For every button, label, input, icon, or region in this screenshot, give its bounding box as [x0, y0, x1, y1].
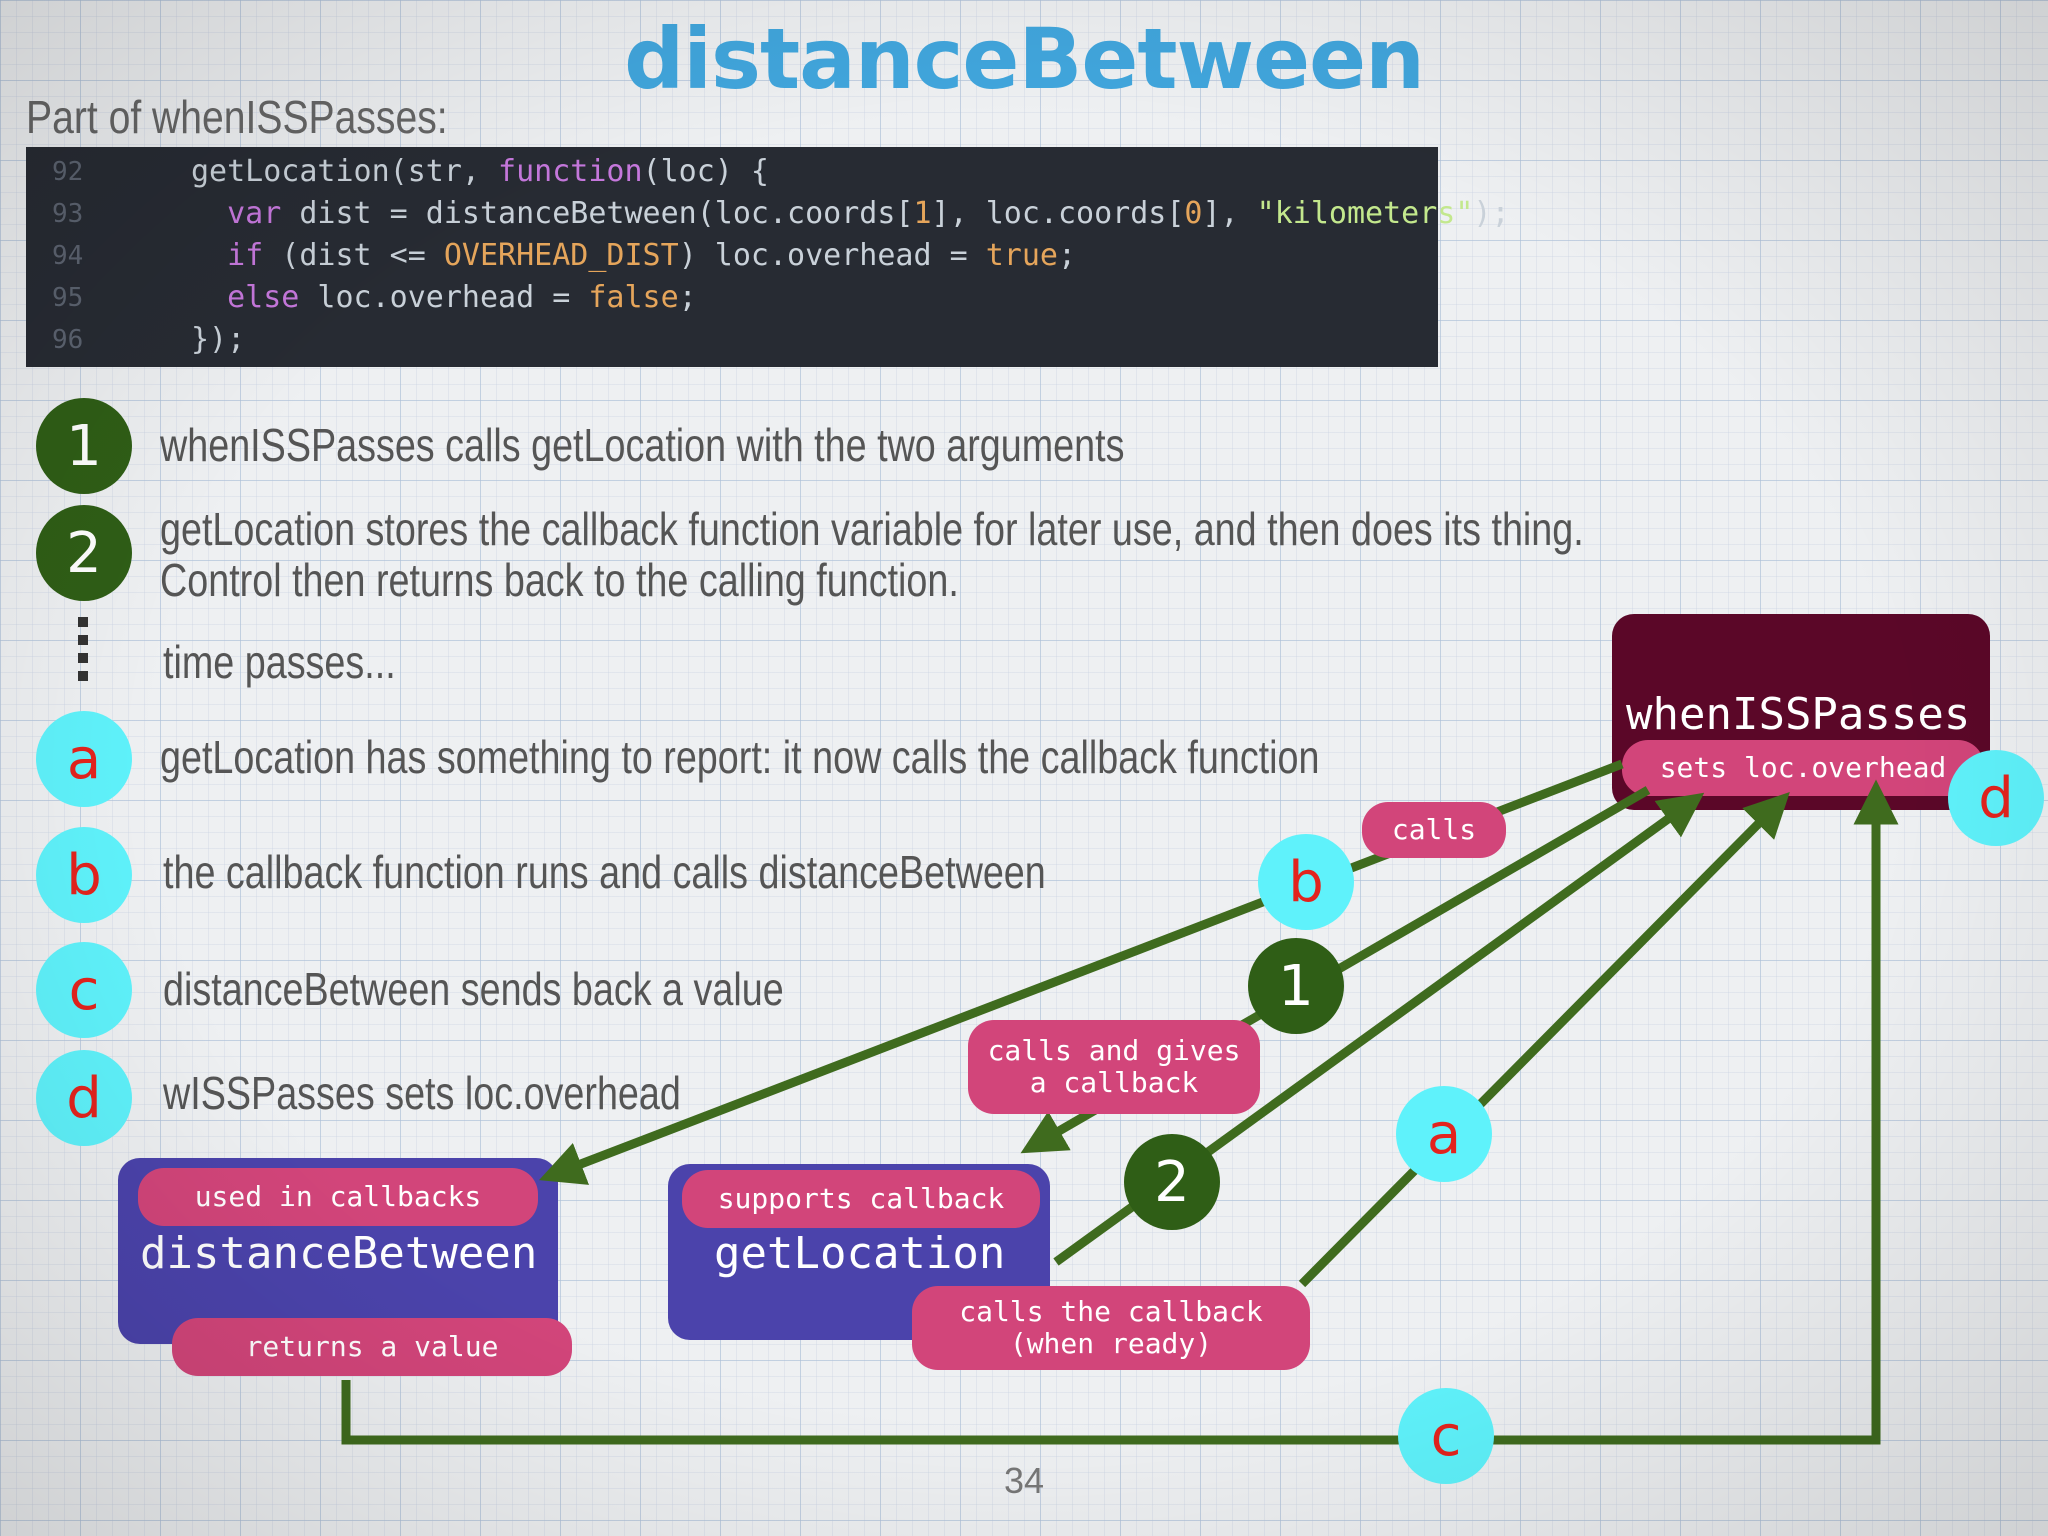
calls-callback-line1: calls the callback — [959, 1295, 1263, 1328]
calls-gives-callback-label: calls and gives a callback — [968, 1020, 1260, 1114]
step-b-text: the callback function runs and calls dis… — [163, 846, 1046, 898]
code-text: }); — [191, 322, 246, 357]
line-number: 92 — [52, 157, 84, 187]
code-line: 96}); — [26, 319, 1438, 361]
calls-callback-pill: calls the callback (when ready) — [912, 1286, 1310, 1370]
diagram-marker-d: d — [1948, 750, 2044, 846]
code-text: var dist = distanceBetween(loc.coords[1]… — [227, 196, 1510, 231]
calls-label: calls — [1362, 802, 1506, 858]
calls-gives-line1: calls and gives — [987, 1034, 1241, 1067]
code-text: getLocation(str, function(loc) { — [191, 154, 769, 189]
step-2-text-line2: Control then returns back to the calling… — [160, 554, 959, 606]
code-text: else loc.overhead = false; — [227, 280, 697, 315]
diagram-marker-a: a — [1396, 1086, 1492, 1182]
line-number: 94 — [52, 241, 84, 271]
step-d-text: wISSPasses sets loc.overhead — [163, 1067, 681, 1119]
code-line: 93 var dist = distanceBetween(loc.coords… — [26, 193, 1510, 235]
step-c-marker: c — [36, 942, 132, 1038]
code-block: 92 getLocation(str, function(loc) { 93 var… — [26, 147, 1510, 367]
line-number: 95 — [52, 283, 84, 313]
step-a-marker: a — [36, 711, 132, 807]
diagram-marker-2: 2 — [1124, 1134, 1220, 1230]
time-passes-dots — [78, 617, 88, 689]
step-1-text: whenISSPasses calls getLocation with the… — [160, 419, 1125, 471]
calls-callback-line2: (when ready) — [1009, 1327, 1213, 1360]
step-a-text: getLocation has something to report: it … — [160, 731, 1320, 783]
line-number: 96 — [52, 325, 84, 355]
diagram-marker-c: c — [1398, 1388, 1494, 1484]
slide-title: distanceBetween — [624, 10, 1425, 108]
step-d-marker: d — [36, 1050, 132, 1146]
code-line: 95 else loc.overhead = false; — [26, 277, 1438, 319]
code-text: if (dist <= OVERHEAD_DIST) loc.overhead … — [227, 238, 1077, 273]
step-b-marker: b — [36, 827, 132, 923]
diagram-marker-1: 1 — [1248, 938, 1344, 1034]
arrow-c-return-value — [341, 779, 1899, 1445]
diagram-marker-b: b — [1258, 834, 1354, 930]
calls-gives-line2: a callback — [1029, 1066, 1199, 1099]
arrow-a-callback — [1298, 792, 1790, 1288]
returns-value-pill: returns a value — [172, 1318, 572, 1376]
line-number: 93 — [52, 199, 84, 229]
code-caption: Part of whenISSPasses: — [26, 91, 448, 143]
when-iss-passes-title: whenISSPasses — [1626, 689, 1971, 740]
time-passes-text: time passes... — [163, 636, 396, 688]
step-1-marker: 1 — [36, 398, 132, 494]
code-line: 92 getLocation(str, function(loc) { — [26, 151, 1438, 193]
distance-between-title: distanceBetween — [140, 1228, 538, 1279]
page-number: 34 — [1003, 1460, 1045, 1501]
sets-overhead-pill: sets loc.overhead — [1622, 740, 1984, 796]
used-in-callbacks-pill: used in callbacks — [138, 1168, 538, 1226]
step-c-text: distanceBetween sends back a value — [163, 963, 784, 1015]
step-2-marker: 2 — [36, 505, 132, 601]
get-location-title: getLocation — [714, 1228, 1006, 1279]
step-2-text-line1: getLocation stores the callback function… — [160, 503, 1584, 555]
supports-callback-pill: supports callback — [682, 1170, 1040, 1228]
code-line: 94 if (dist <= OVERHEAD_DIST) loc.overhe… — [26, 235, 1438, 277]
